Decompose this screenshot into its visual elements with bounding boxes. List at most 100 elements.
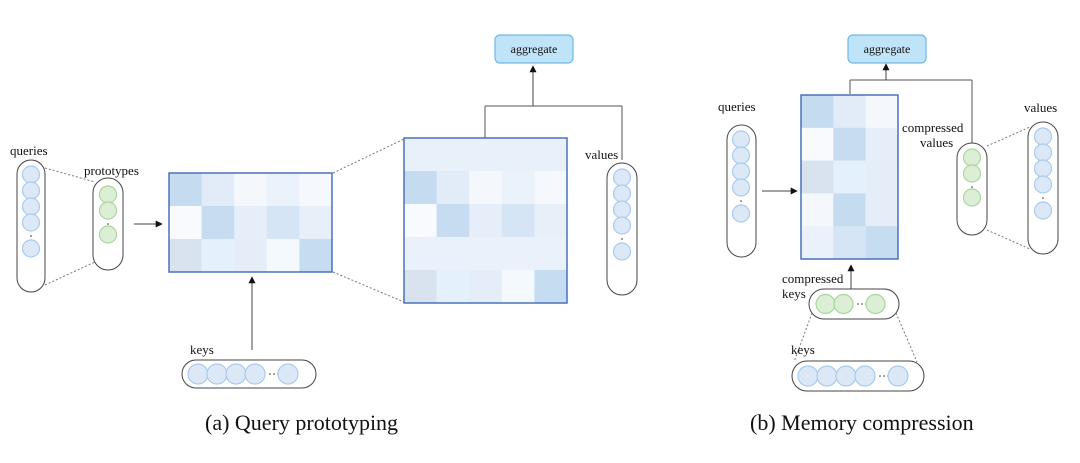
token bbox=[277, 363, 299, 385]
matrix-cell bbox=[201, 173, 235, 207]
token bbox=[854, 365, 876, 387]
aggregate-box-b bbox=[847, 34, 927, 64]
token bbox=[816, 365, 838, 387]
ellipsis-dot bbox=[273, 373, 275, 375]
token bbox=[206, 363, 228, 385]
prototype-token bbox=[962, 188, 982, 207]
token bbox=[1033, 127, 1053, 146]
matrix-cell bbox=[865, 226, 899, 260]
token bbox=[835, 365, 857, 387]
aggregate-label-b: aggregate bbox=[864, 42, 911, 56]
token bbox=[612, 216, 632, 235]
token bbox=[1033, 143, 1053, 162]
token bbox=[21, 197, 41, 216]
token bbox=[1033, 175, 1053, 194]
matrix-cell bbox=[801, 160, 834, 194]
matrix-cell bbox=[299, 239, 333, 273]
token bbox=[225, 363, 247, 385]
ellipsis-dot bbox=[269, 373, 271, 375]
ellipsis-dot bbox=[621, 238, 623, 240]
ellipsis-dot bbox=[30, 235, 32, 237]
prototype-token bbox=[865, 293, 886, 315]
matrix-cell bbox=[266, 173, 300, 207]
ellipsis-dot bbox=[971, 186, 973, 188]
matrix-cell bbox=[833, 226, 866, 260]
token bbox=[887, 365, 909, 387]
token bbox=[21, 181, 41, 200]
matrix-cell bbox=[534, 204, 568, 238]
matrix-cell bbox=[404, 237, 437, 271]
panel-a: queries prototypes keys aggregate v bbox=[10, 34, 638, 435]
matrix-cell bbox=[469, 171, 503, 205]
matrix-cell bbox=[436, 138, 470, 172]
matrix-cell bbox=[169, 206, 202, 240]
token bbox=[187, 363, 209, 385]
caption-b: (b) Memory compression bbox=[750, 410, 974, 435]
attention-matrix-small bbox=[168, 172, 333, 273]
matrix-cell bbox=[865, 127, 899, 161]
matrix-cell bbox=[404, 204, 437, 238]
dashed-connector bbox=[332, 138, 405, 174]
queries-label-b: queries bbox=[718, 99, 756, 114]
dashed-connector bbox=[986, 126, 1031, 147]
token bbox=[797, 365, 819, 387]
matrix-cell bbox=[436, 171, 470, 205]
values-label: values bbox=[585, 147, 618, 162]
matrix-cell bbox=[865, 95, 899, 129]
keys-label-b: keys bbox=[791, 342, 815, 357]
panel-b: queries aggregate compressed values valu… bbox=[718, 34, 1059, 435]
matrix-cell bbox=[833, 160, 866, 194]
ellipsis-dot bbox=[861, 303, 863, 305]
matrix-cell bbox=[299, 173, 333, 207]
matrix-cell bbox=[833, 95, 866, 129]
matrix-cell bbox=[833, 193, 866, 227]
token bbox=[1033, 159, 1053, 178]
matrix-cell bbox=[501, 171, 535, 205]
matrix-cell bbox=[404, 270, 437, 304]
prototype-token bbox=[962, 164, 982, 183]
ellipsis-dot bbox=[740, 200, 742, 202]
dashed-connector bbox=[793, 312, 813, 363]
matrix-cell bbox=[865, 193, 899, 227]
prototypes-label: prototypes bbox=[84, 163, 139, 178]
matrix-cell bbox=[501, 204, 535, 238]
matrix-cell bbox=[534, 270, 568, 304]
values-column bbox=[612, 168, 632, 261]
token bbox=[612, 200, 632, 219]
compressed-values-column bbox=[962, 148, 982, 207]
prototype-token bbox=[962, 148, 982, 167]
compressed-keys-label-2: keys bbox=[782, 286, 806, 301]
matrix-cell bbox=[234, 173, 268, 207]
matrix-cell bbox=[169, 173, 202, 207]
dashed-connector bbox=[44, 261, 96, 286]
matrix-cell bbox=[201, 206, 235, 240]
aggregate-label: aggregate bbox=[511, 42, 558, 56]
aggregate-box bbox=[494, 34, 574, 64]
token bbox=[21, 239, 41, 258]
matrix-border bbox=[800, 94, 899, 260]
token bbox=[21, 213, 41, 232]
token bbox=[244, 363, 266, 385]
token bbox=[1033, 201, 1053, 220]
dashed-connector bbox=[895, 312, 918, 363]
prototype-token bbox=[833, 293, 854, 315]
queries-label: queries bbox=[10, 143, 48, 158]
dashed-connector bbox=[332, 271, 405, 303]
dashed-connector bbox=[44, 167, 96, 183]
matrix-cell bbox=[266, 206, 300, 240]
attention-matrix-large bbox=[403, 137, 568, 304]
prototypes-column bbox=[98, 185, 118, 244]
token bbox=[21, 165, 41, 184]
prototype-token bbox=[98, 201, 118, 220]
matrix-cell bbox=[436, 270, 470, 304]
keys-row-b bbox=[797, 365, 909, 387]
token bbox=[612, 168, 632, 187]
matrix-cell bbox=[501, 138, 535, 172]
values-column-b bbox=[1033, 127, 1053, 220]
queries-column-b bbox=[731, 130, 751, 223]
ellipsis-dot bbox=[879, 375, 881, 377]
keys-label: keys bbox=[190, 342, 214, 357]
matrix-cell bbox=[469, 270, 503, 304]
token bbox=[612, 242, 632, 261]
